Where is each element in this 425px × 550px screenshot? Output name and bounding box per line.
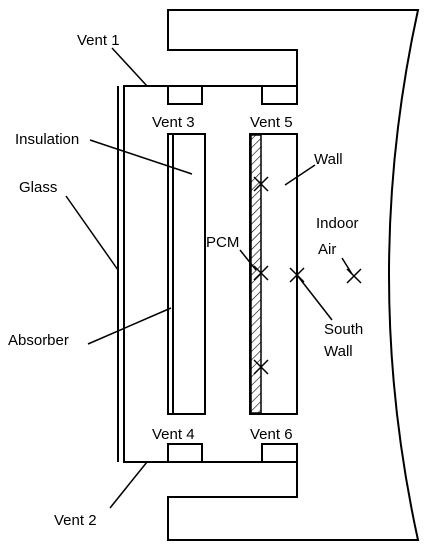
- vent-4-opening: [167, 443, 203, 463]
- leader-south-wall: [296, 274, 333, 321]
- label-south: South: [324, 321, 363, 338]
- label-pcm: PCM: [206, 234, 239, 251]
- vent-6-opening: [261, 443, 298, 463]
- leader-indoor-air: [341, 257, 353, 275]
- label-vent-3: Vent 3: [152, 114, 195, 131]
- label-indoor: Indoor: [316, 215, 359, 232]
- label-vent-6: Vent 6: [250, 426, 293, 443]
- node-cross-pcm-middle: [253, 265, 269, 281]
- leader-pcm: [239, 249, 257, 271]
- label-absorber: Absorber: [8, 332, 69, 349]
- vent-3-opening: [167, 85, 203, 105]
- leader-vent-1: [111, 47, 148, 87]
- label-air: Air: [318, 241, 336, 258]
- label-glass: Glass: [19, 179, 57, 196]
- label-insulation: Insulation: [15, 131, 79, 148]
- label-vent-1: Vent 1: [77, 32, 120, 49]
- leader-absorber: [87, 307, 172, 345]
- leader-wall: [284, 164, 316, 186]
- leader-glass: [65, 195, 119, 271]
- label-south-wall: Wall: [324, 343, 353, 360]
- leader-vent-2: [109, 461, 148, 509]
- building-outline: [123, 9, 420, 541]
- label-vent-5: Vent 5: [250, 114, 293, 131]
- node-cross-wall-top: [253, 176, 269, 192]
- node-cross-indoor-air: [346, 268, 362, 284]
- label-vent-4: Vent 4: [152, 426, 195, 443]
- vent-5-opening: [261, 85, 298, 105]
- label-vent-2: Vent 2: [54, 512, 97, 529]
- label-wall: Wall: [314, 151, 343, 168]
- insulation-block: [167, 133, 206, 415]
- node-cross-wall-bottom: [253, 359, 269, 375]
- leader-insulation: [89, 139, 193, 175]
